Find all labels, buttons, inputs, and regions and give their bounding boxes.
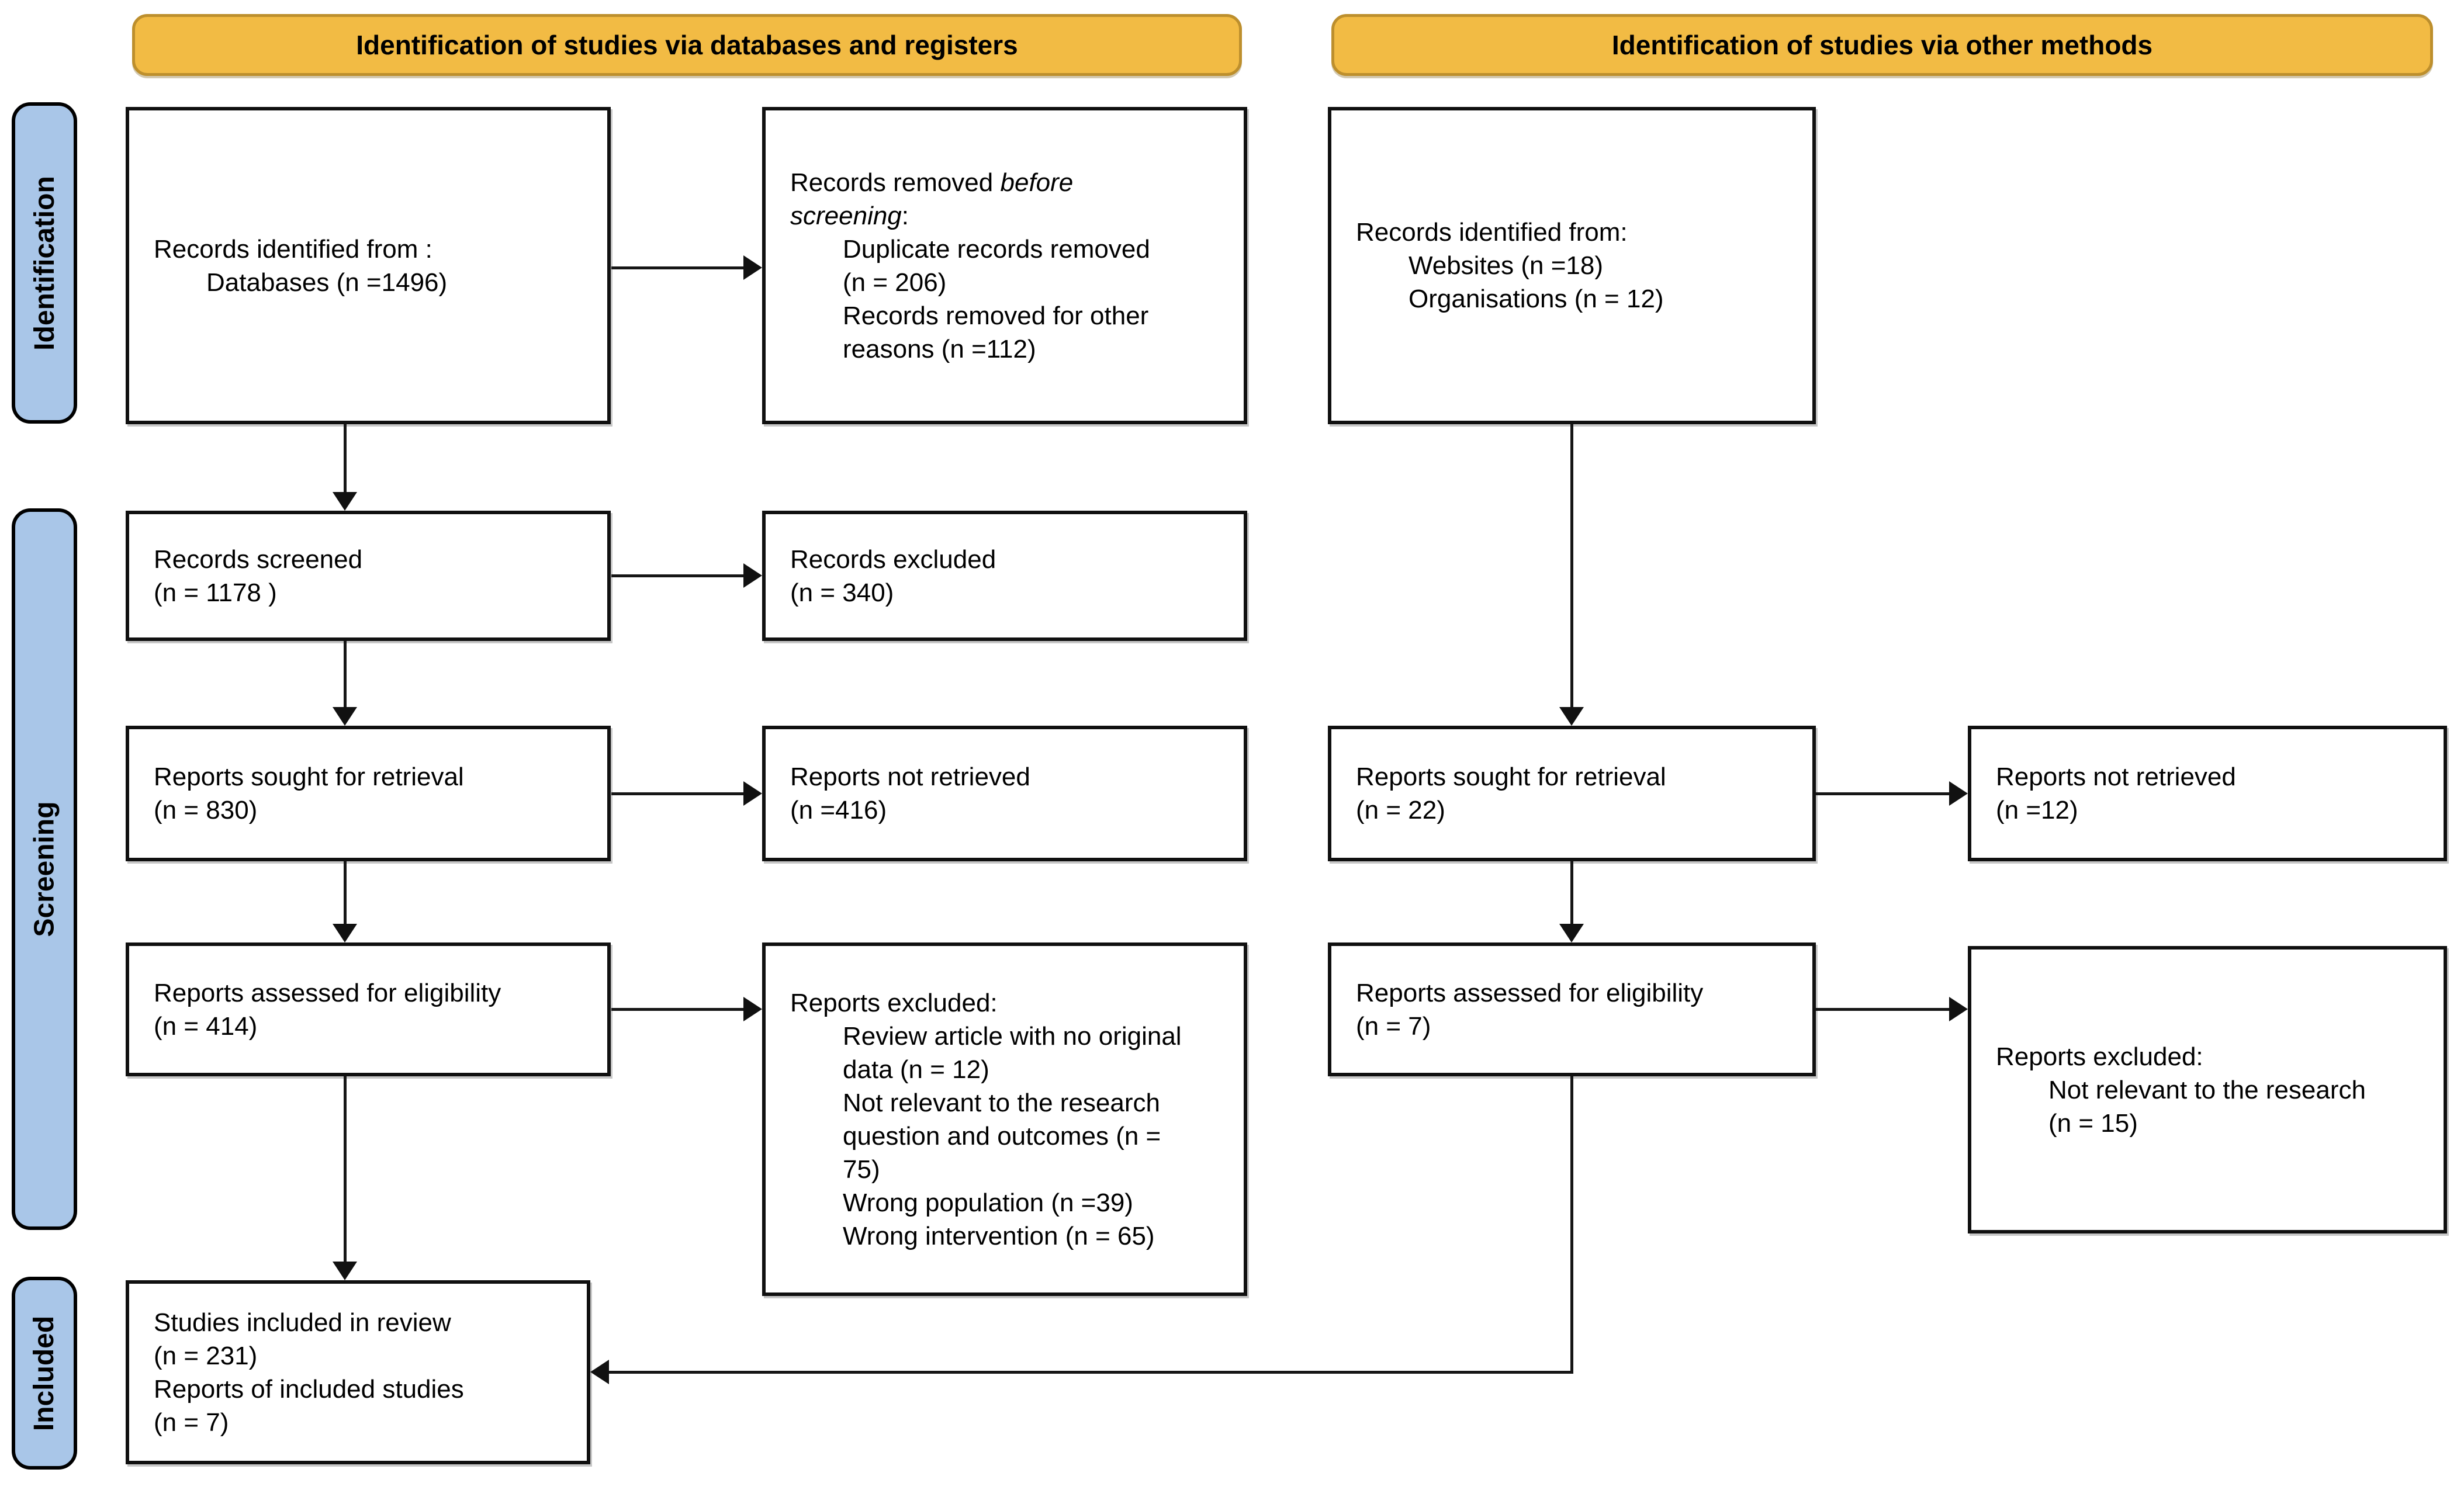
box-text-line: Records removed before [790,168,1074,197]
arrow-sought-other-to-assessed-line [1570,861,1573,925]
box-records-identified-databases: Records identified from : Databases (n =1… [126,107,611,424]
box-text-line: Wrong intervention (n = 65) [843,1221,1155,1250]
arrow-identified-to-removed-head [743,255,762,280]
arrow-screened-to-sought-head [333,707,357,726]
stagebar-included: Included [12,1277,77,1470]
box-records-identified-other: Records identified from: Websites (n =18)… [1328,107,1816,424]
arrow-sought-other-to-notretrieved-line [1815,792,1950,795]
arrow-assessed-to-included-line [344,1076,347,1263]
box-reports-sought-other: Reports sought for retrieval (n = 22) [1328,726,1816,861]
banner-other-methods: Identification of studies via other meth… [1331,14,2433,76]
box-text-line: Reports sought for retrieval [1356,763,1666,791]
box-text-line: Not relevant to the research [843,1088,1160,1117]
box-text-line: (n = 231) [154,1341,258,1370]
arrow-assessed-to-included-head [333,1262,357,1280]
box-text-line: Studies included in review [154,1308,451,1337]
box-studies-included: Studies included in review (n = 231) Repor… [126,1280,590,1464]
arrow-screened-to-excluded-head [743,563,762,588]
arrow-assessed-other-to-included-hline [608,1371,1573,1374]
box-text-line: Reports of included studies [154,1374,464,1404]
box-text-line: reasons (n =112) [843,334,1036,363]
box-text-line: (n = 830) [154,796,258,824]
box-text-line: (n = 15) [2048,1108,2138,1138]
arrow-assessed-other-to-excluded-head [1949,997,1968,1021]
box-text-line: Wrong population (n =39) [843,1188,1133,1217]
stagebar-screening: Screening [12,508,77,1230]
stagebar-screening-label: Screening [29,801,60,937]
arrow-sought-other-to-assessed-head [1559,924,1584,942]
box-text-line: Records identified from: [1356,218,1628,247]
box-text-line: Reports sought for retrieval [154,763,464,791]
box-text-line: (n = 1178 ) [154,578,277,607]
arrow-identified-to-screened-line [344,424,347,493]
box-text-line: Reports assessed for eligibility [154,978,501,1007]
arrow-screened-to-excluded-line [611,574,745,577]
box-reports-excluded-other: Reports excluded: Not relevant to the res… [1968,946,2447,1233]
box-text-line: Records screened [154,545,363,574]
stagebar-identification-label: Identification [29,175,60,351]
box-text-line: Databases (n =1496) [206,268,448,297]
box-text-line: Reports excluded: [1996,1042,2203,1071]
box-records-excluded: Records excluded (n = 340) [762,511,1247,641]
box-text-line: (n =416) [790,796,887,824]
box-text-line: 75) [843,1155,880,1184]
box-text-line: Reports not retrieved [790,763,1030,791]
box-text-line: Reports not retrieved [1996,763,2236,791]
box-text-line: (n =12) [1996,796,2078,824]
arrow-assessed-to-excluded-head [743,997,762,1021]
box-text-line: Records identified from : [154,234,432,264]
box-text-line: screening: [790,201,909,230]
box-text-line: data (n = 12) [843,1055,989,1084]
stagebar-included-label: Included [29,1315,60,1431]
box-text-line: (n = 7) [154,1408,229,1437]
box-text-line: Duplicate records removed [843,234,1150,264]
box-reports-not-retrieved-databases: Reports not retrieved (n =416) [762,726,1247,861]
arrow-screened-to-sought-line [344,641,347,708]
box-reports-assessed-other: Reports assessed for eligibility (n = 7) [1328,942,1816,1076]
box-reports-not-retrieved-other: Reports not retrieved (n =12) [1968,726,2447,861]
box-reports-excluded-databases: Reports excluded: Review article with no … [762,942,1247,1296]
arrow-identified-to-screened-head [333,492,357,511]
arrow-identified-other-to-sought-head [1559,707,1584,726]
arrow-assessed-other-to-excluded-line [1815,1008,1950,1011]
arrow-assessed-to-excluded-line [611,1008,745,1011]
arrow-assessed-other-to-included-head [590,1360,609,1384]
arrow-assessed-other-to-included-vline [1570,1076,1573,1374]
box-text-line: Websites (n =18) [1409,251,1604,280]
box-text-line: Records excluded [790,545,996,574]
arrow-identified-other-to-sought-line [1570,424,1573,708]
box-text-line: (n = 206) [843,268,947,297]
box-text-line: Not relevant to the research [2048,1075,2366,1104]
box-text-line: (n = 340) [790,578,894,607]
banner-databases-registers: Identification of studies via databases … [132,14,1242,76]
stagebar-identification: Identification [12,102,77,424]
banner-other-methods-label: Identification of studies via other meth… [1611,30,2153,60]
arrow-identified-to-removed-line [611,266,745,269]
arrow-sought-to-assessed-head [333,924,357,942]
box-text-line: question and outcomes (n = [843,1121,1161,1151]
box-records-screened: Records screened (n = 1178 ) [126,511,611,641]
box-text-line: Records removed for other [843,301,1149,330]
box-text-line: Review article with no original [843,1021,1182,1051]
box-text-line: (n = 414) [154,1011,258,1041]
box-text-line: Reports excluded: [790,988,998,1017]
arrow-sought-to-assessed-line [344,861,347,925]
banner-databases-registers-label: Identification of studies via databases … [356,30,1018,60]
box-text-line: (n = 22) [1356,796,1445,824]
box-text-line: Reports assessed for eligibility [1356,978,1704,1007]
box-text-line: Organisations (n = 12) [1409,285,1664,313]
arrow-sought-to-notretrieved-head [743,781,762,806]
arrow-sought-to-notretrieved-line [611,792,745,795]
box-reports-assessed-databases: Reports assessed for eligibility (n = 414… [126,942,611,1076]
arrow-sought-other-to-notretrieved-head [1949,781,1968,806]
box-records-removed-before-screening: Records removed before screening: Duplicat… [762,107,1247,424]
box-reports-sought-databases: Reports sought for retrieval (n = 830) [126,726,611,861]
box-text-line: (n = 7) [1356,1011,1431,1041]
